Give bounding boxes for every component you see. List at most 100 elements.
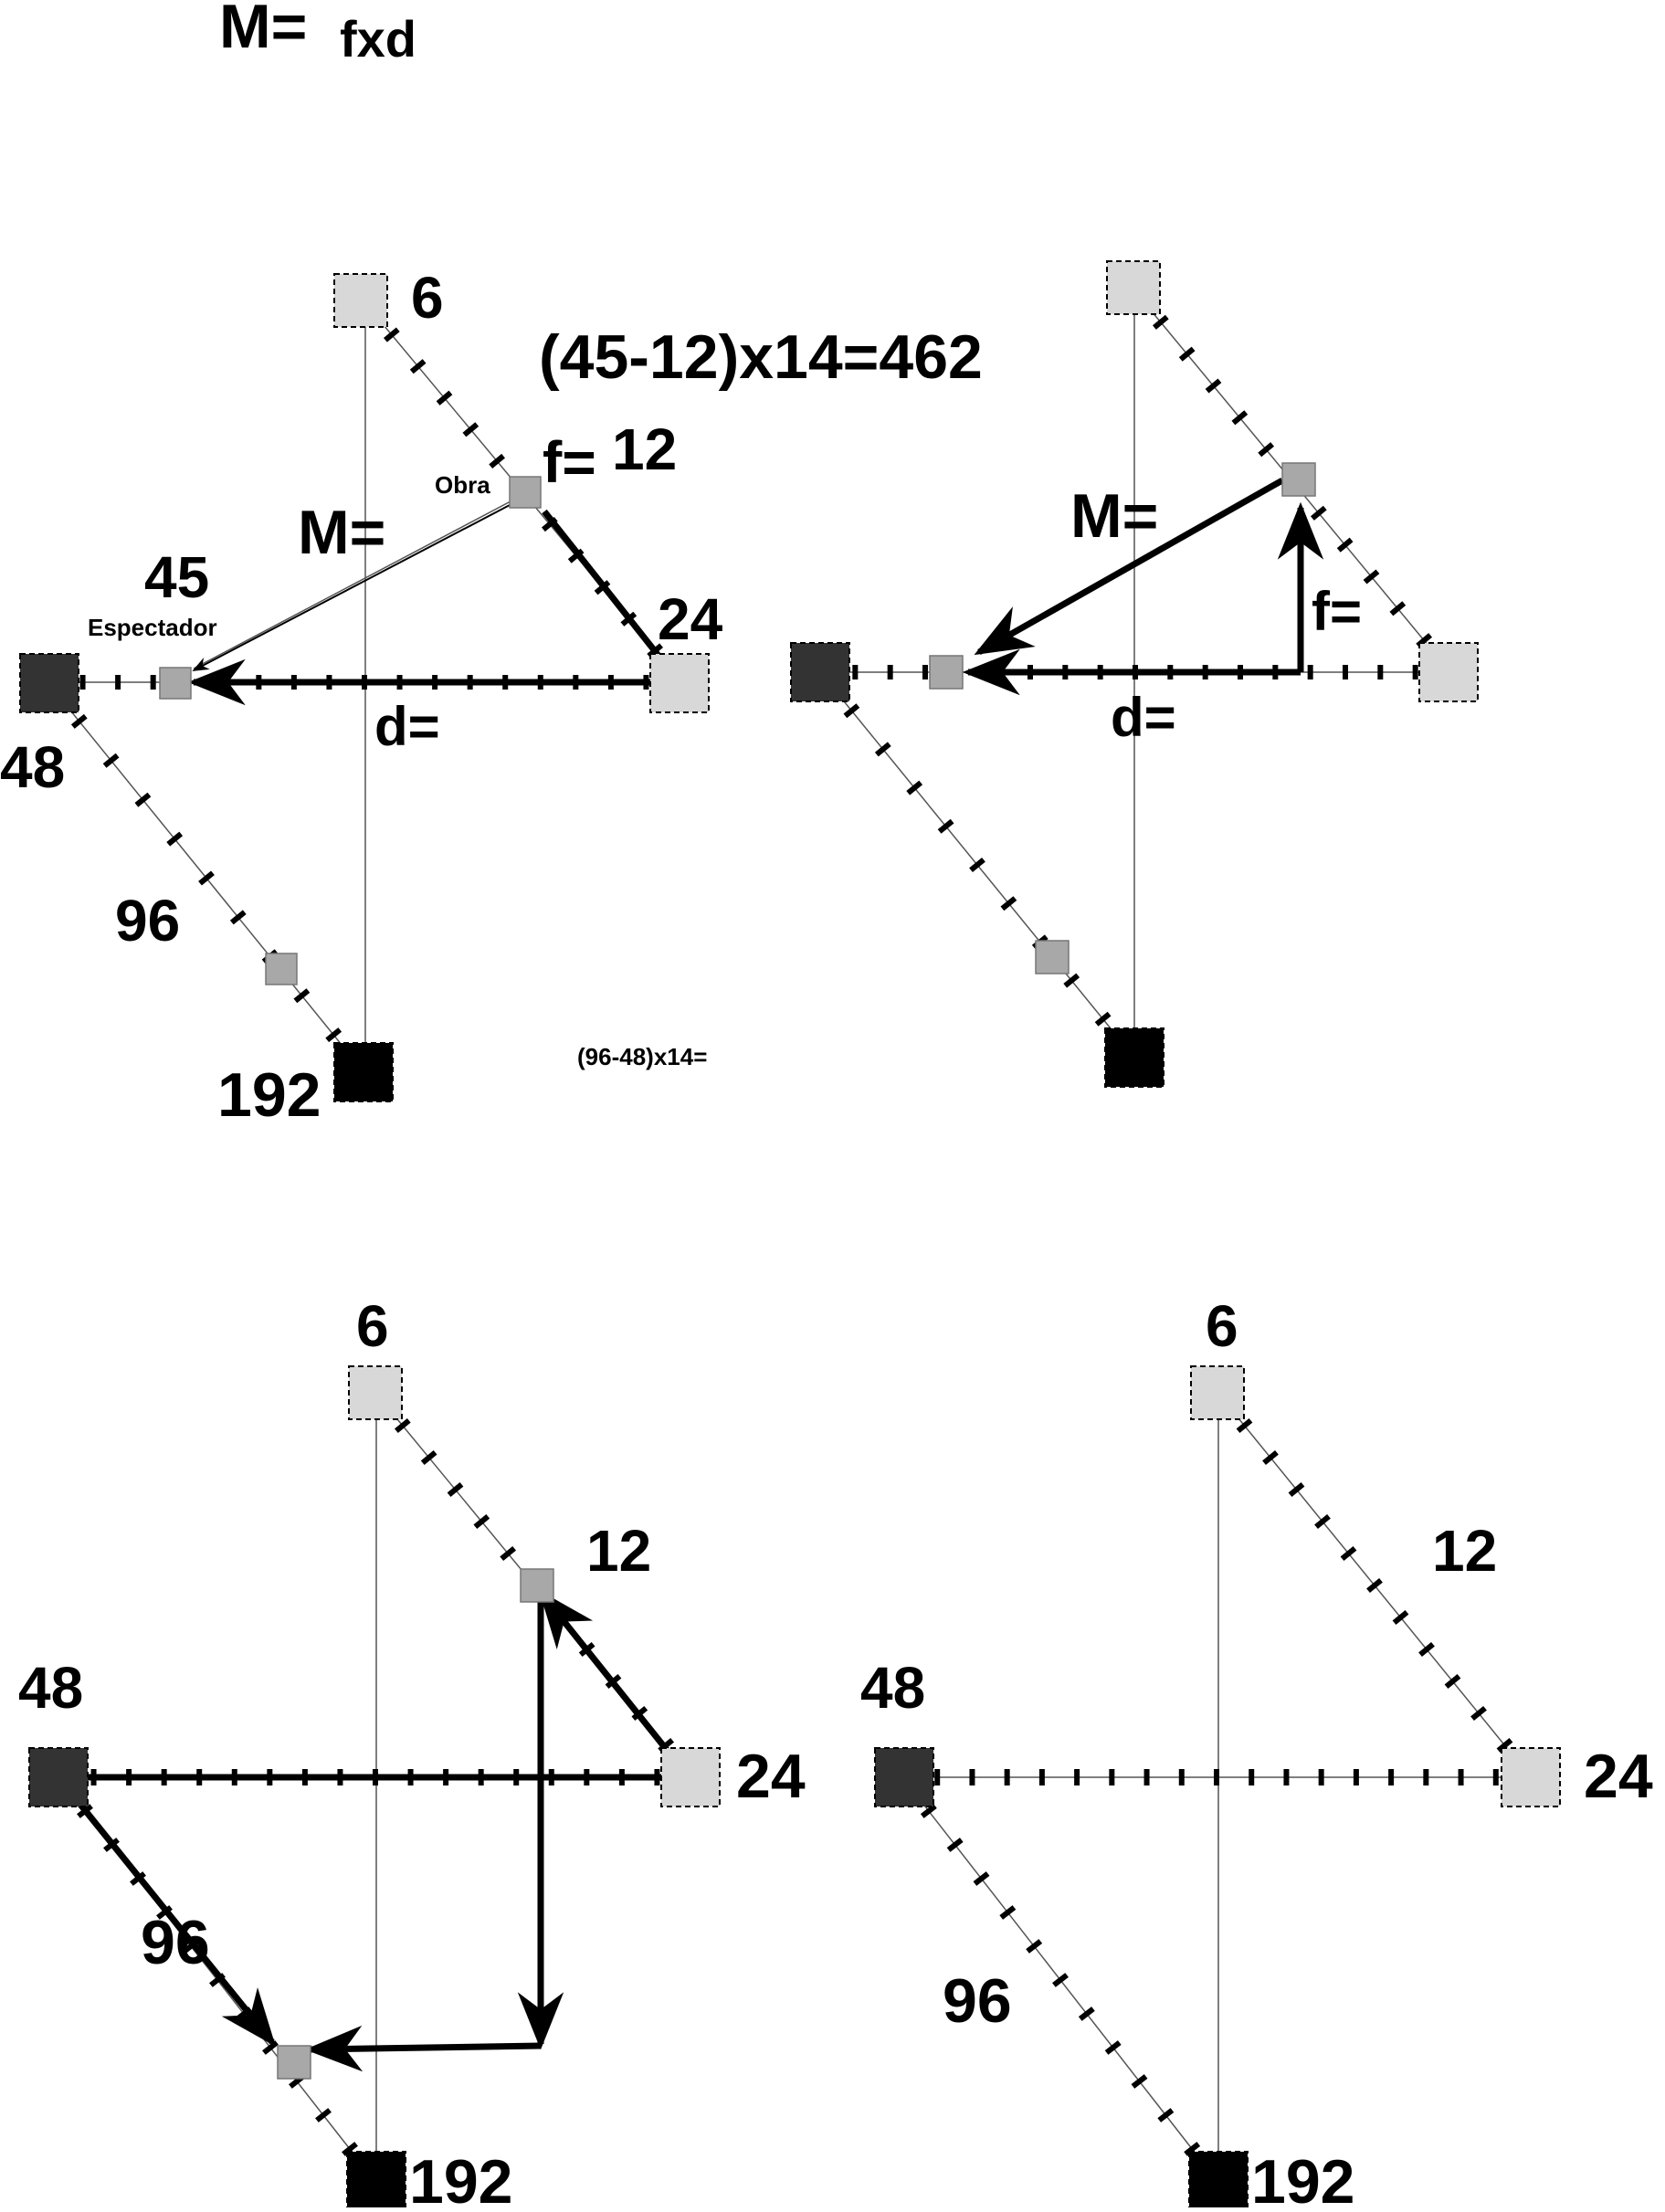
label-12: 12: [1432, 1518, 1497, 1584]
label-obra: Obra: [435, 471, 490, 499]
label-96: 96: [141, 1908, 210, 1977]
equation-small: (96-48)x14=: [577, 1043, 707, 1070]
arrow-f-segment: [542, 509, 682, 685]
tick-mark: [1236, 1417, 1253, 1434]
tick-mark: [1104, 2040, 1122, 2055]
label-m: M=: [1070, 481, 1158, 551]
tick-mark: [1262, 1449, 1279, 1466]
node-24: [1418, 642, 1479, 702]
panel-bottom-right: 6 12 48 24 96 192: [860, 1293, 1653, 2212]
tick-mark: [489, 453, 506, 469]
tick-mark: [999, 1905, 1017, 1920]
label-24: 24: [658, 586, 723, 652]
tick-mark: [436, 390, 453, 406]
node-6: [333, 273, 388, 328]
tick-mark: [1310, 505, 1327, 521]
node-48: [19, 653, 79, 713]
tick-mark: [1288, 1481, 1305, 1498]
tick-mark: [1078, 2007, 1095, 2021]
node-48: [28, 1747, 89, 1807]
label-48: 48: [0, 734, 65, 800]
tick-mark: [409, 359, 427, 374]
equation-main: (45-12)x14=462: [539, 322, 983, 392]
tick-mark: [262, 2040, 279, 2055]
tick-mark: [1340, 1545, 1357, 1562]
tick-marks: [920, 1417, 1513, 2156]
formula-fxd-label: fxd: [340, 10, 416, 68]
tick-mark: [1258, 442, 1275, 458]
tick-mark: [1389, 601, 1407, 616]
tick-mark: [1094, 1011, 1112, 1027]
tick-mark: [229, 910, 247, 925]
node-192: [346, 2151, 406, 2211]
tick-mark: [906, 780, 923, 795]
arrow-48-to-96: [56, 1775, 276, 2047]
tick-mark: [166, 831, 184, 847]
tick-mark: [70, 713, 88, 729]
node-192: [1104, 1027, 1164, 1088]
tick-mark: [1231, 410, 1249, 426]
label-d: d=: [1111, 687, 1176, 748]
label-6: 6: [411, 265, 444, 331]
tick-mark: [1336, 537, 1354, 553]
node-12: [520, 1568, 554, 1603]
tick-mark: [500, 1545, 517, 1562]
tick-mark: [1363, 569, 1380, 585]
tick-mark: [325, 1027, 342, 1043]
label-192: 192: [217, 1060, 321, 1130]
tick-mark: [1418, 1641, 1435, 1658]
tick-mark: [1496, 1737, 1513, 1754]
node-espectador: [159, 667, 192, 700]
node-48: [874, 1747, 934, 1807]
node-96: [265, 953, 298, 985]
tick-mark: [973, 1871, 990, 1886]
tick-mark: [1131, 2074, 1148, 2089]
node-obra: [509, 476, 542, 509]
tick-mark: [1470, 1705, 1487, 1722]
tick-mark: [1392, 1609, 1409, 1626]
arrow-left: [304, 2025, 542, 2072]
arrow-24-to-12: [539, 1590, 691, 1780]
node-96: [277, 2045, 311, 2080]
label-24: 24: [1584, 1742, 1653, 1811]
formula-m-label: M=: [219, 0, 307, 61]
label-espectador: Espectador: [88, 614, 217, 641]
tick-mark: [420, 1449, 437, 1466]
node-24: [649, 653, 710, 713]
label-12: 12: [586, 1518, 651, 1584]
tick-mark: [874, 742, 891, 757]
label-96: 96: [943, 1966, 1012, 2036]
tick-mark: [1157, 2108, 1175, 2122]
tick-marks: [77, 1417, 675, 2156]
label-96: 96: [115, 888, 180, 953]
label-192: 192: [409, 2147, 512, 2207]
tick-mark: [394, 1417, 411, 1434]
node-24: [1501, 1747, 1561, 1807]
tick-mark: [1178, 346, 1196, 362]
label-12: 12: [612, 416, 677, 482]
label-192: 192: [1251, 2147, 1354, 2207]
node-6: [1190, 1365, 1245, 1420]
tick-mark: [946, 1838, 964, 1852]
tick-mark: [1026, 1939, 1043, 1954]
node-espectador: [929, 655, 964, 690]
arrow-m: [974, 477, 1284, 656]
node-192: [333, 1042, 394, 1102]
label-m: M=: [298, 498, 385, 567]
label-f-prefix: f=: [543, 429, 596, 495]
label-24: 24: [736, 1742, 806, 1811]
tick-mark: [1152, 314, 1169, 330]
tick-mark: [198, 870, 215, 886]
label-45: 45: [144, 544, 209, 610]
arrow-m-thin: [192, 503, 512, 671]
label-f: f=: [1312, 581, 1362, 642]
tick-mark: [937, 818, 954, 834]
label-6: 6: [1206, 1293, 1238, 1359]
tick-mark: [342, 2142, 358, 2156]
tick-mark: [134, 792, 152, 807]
tick-mark: [315, 2108, 332, 2122]
tick-mark: [383, 327, 400, 342]
tick-mark: [920, 1804, 937, 1818]
